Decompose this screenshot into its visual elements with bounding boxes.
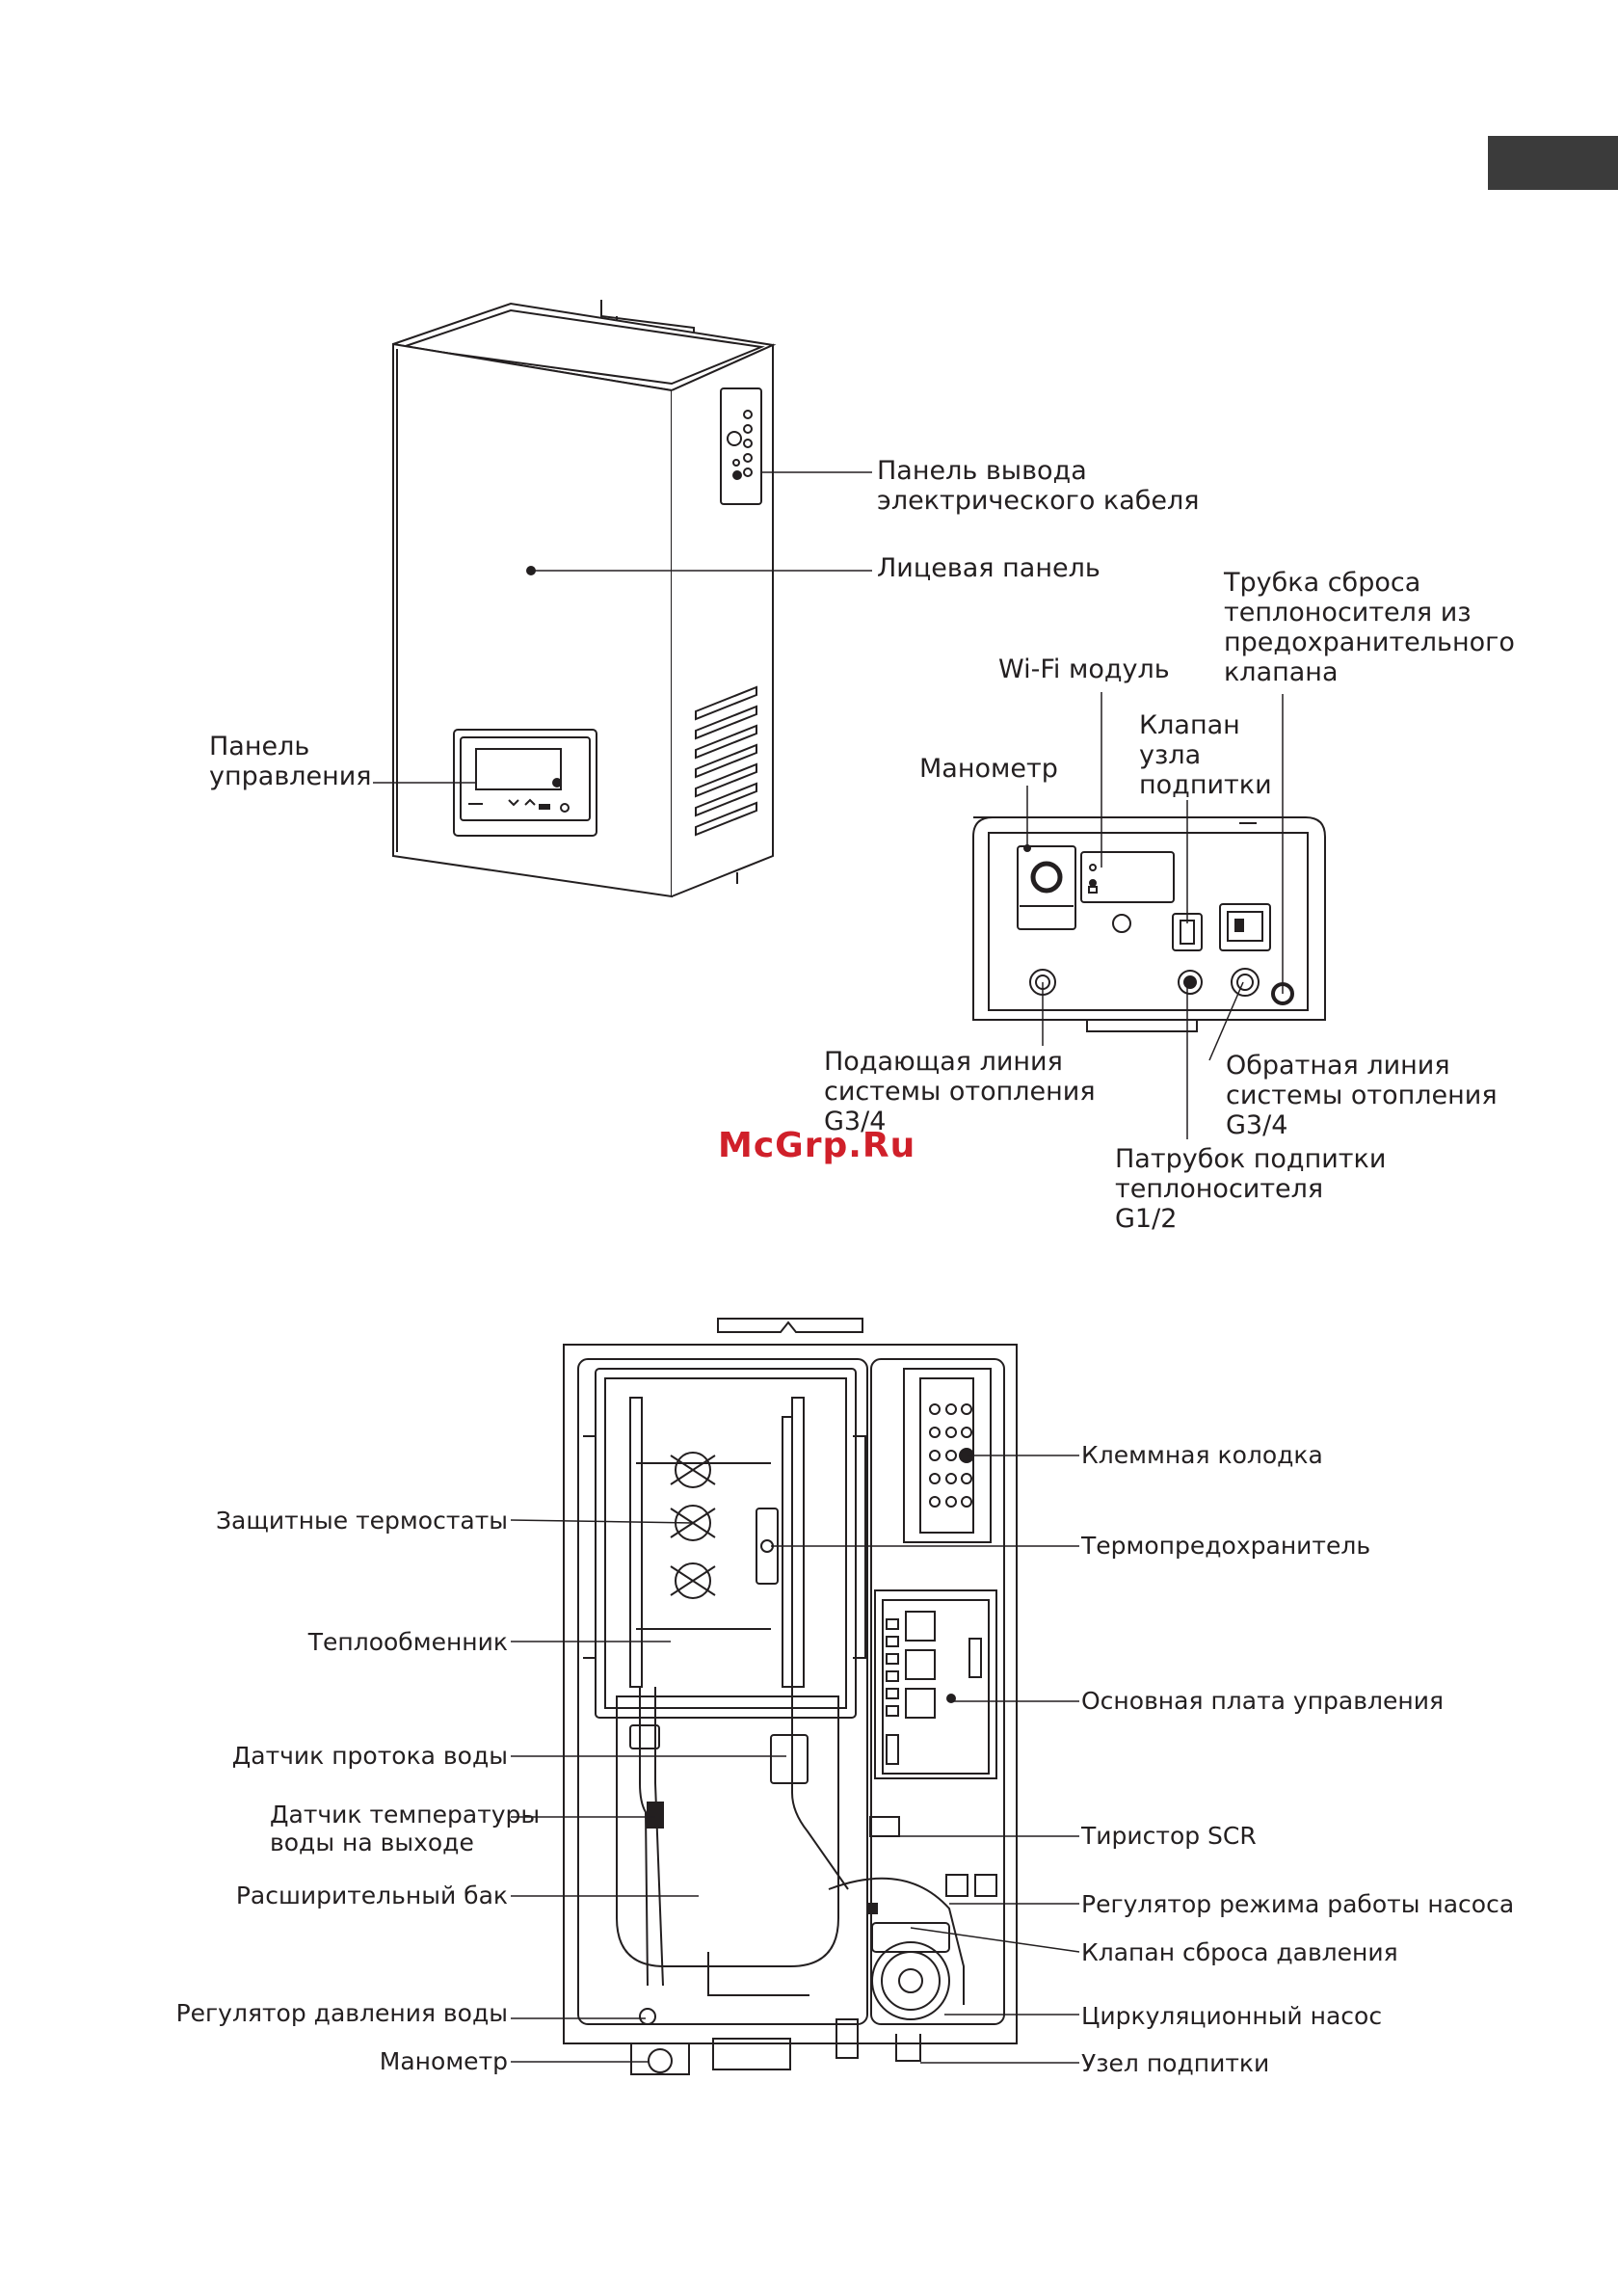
label-manometer-bottom: Манометр (919, 754, 1058, 784)
label-protective-thermostats: Защитные термостаты (215, 1507, 508, 1535)
label-fill-valve: Клапан узла подпитки (1139, 710, 1272, 800)
label-fill-pipe: Патрубок подпитки теплоносителя G1/2 (1115, 1144, 1387, 1234)
chapter-tab (1488, 136, 1618, 190)
label-circulation-pump: Циркуляционный насос (1081, 2002, 1383, 2030)
label-cable-panel: Панель вывода электрического кабеля (877, 456, 1200, 516)
label-control-panel: Панель управления (209, 732, 372, 791)
label-wifi-module: Wi-Fi модуль (998, 654, 1170, 684)
watermark: McGrp.Ru (718, 1126, 916, 1165)
label-relief-tube: Трубка сброса теплоносителя из предохран… (1224, 568, 1515, 687)
label-supply-line: Подающая линия системы отопления G3/4 (824, 1047, 1096, 1136)
label-thermal-fuse: Термопредохранитель (1081, 1532, 1371, 1560)
label-scr-thyristor: Тиристор SCR (1081, 1822, 1257, 1850)
boiler-internal-drawing (563, 1318, 1018, 2075)
label-return-line: Обратная линия системы отопления G3/4 (1226, 1051, 1498, 1140)
label-expansion-tank: Расширительный бак (235, 1882, 508, 1909)
label-terminal-block: Клеммная колодка (1081, 1441, 1323, 1469)
label-pressure-relief-valve: Клапан сброса давления (1081, 1938, 1398, 1966)
label-fill-unit: Узел подпитки (1081, 2049, 1270, 2077)
label-outlet-temp-sensor: Датчик температуры воды на выходе (270, 1801, 541, 1856)
label-flow-sensor: Датчик протока воды (231, 1742, 508, 1770)
label-pressure-regulator: Регулятор давления воды (175, 1999, 508, 2027)
label-main-board: Основная плата управления (1081, 1687, 1444, 1715)
label-manometer-internal: Манометр (379, 2047, 508, 2075)
boiler-exterior-drawing (392, 300, 777, 898)
label-heat-exchanger: Теплообменник (307, 1628, 508, 1656)
label-front-panel: Лицевая панель (877, 553, 1101, 583)
label-pump-mode-regulator: Регулятор режима работы насоса (1081, 1890, 1515, 1918)
boiler-bottom-view-drawing (972, 816, 1326, 1032)
